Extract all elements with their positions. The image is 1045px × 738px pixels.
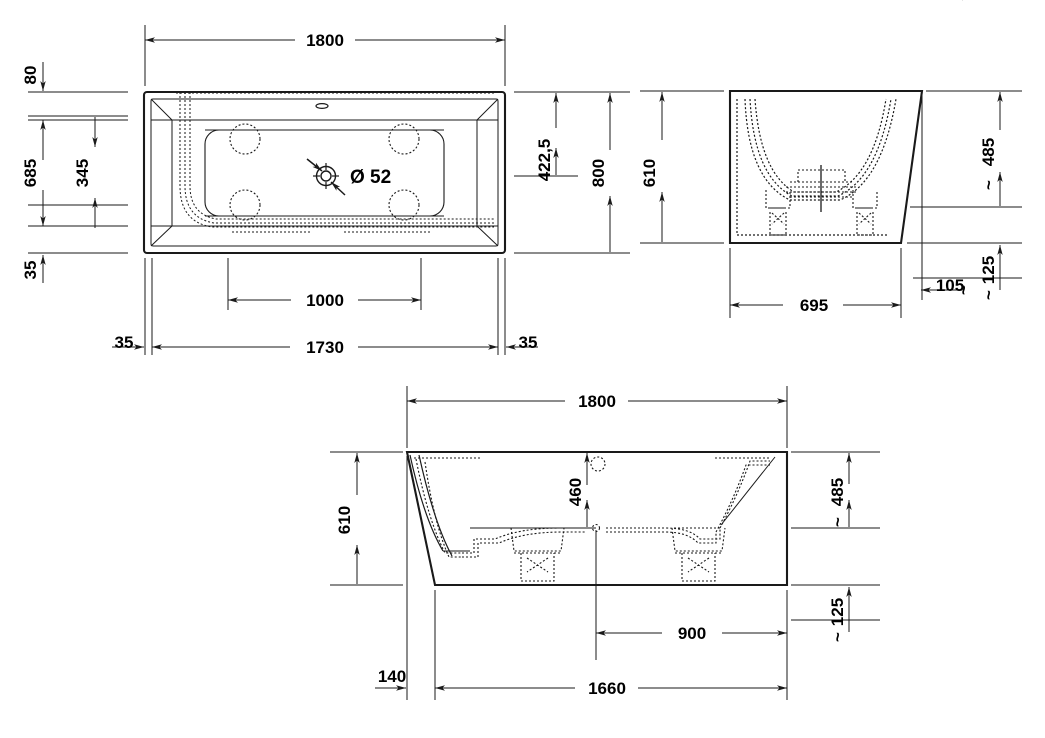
front-waste-to-end-label: 900	[678, 624, 706, 643]
front-base-height-label: 125	[828, 598, 847, 626]
plan-inner-half-label: 345	[73, 159, 92, 187]
front-overall-length-label: 1800	[578, 392, 616, 411]
plan-rim-offset-top-label: 80	[21, 66, 40, 85]
side-foot-offset-suffix: ~	[954, 285, 973, 295]
plan-rim-offset-bottom-label: 35	[21, 261, 40, 280]
drain-symbol	[306, 158, 346, 196]
plan-end-left-label: 35	[115, 333, 134, 352]
side-width-label: 695	[800, 296, 828, 315]
side-view-geometry	[728, 89, 924, 245]
front-panel-offset-label: 140	[378, 667, 406, 686]
plan-feet-span-label: 1000	[306, 291, 344, 310]
plan-end-right-label: 35	[519, 333, 538, 352]
side-base-height-label: 125	[979, 256, 998, 284]
side-view-dimensions	[640, 90, 1022, 318]
front-height-label: 610	[335, 506, 354, 534]
front-view-geometry	[405, 450, 789, 587]
side-inner-depth-label: 485	[979, 138, 998, 166]
front-view-dimensions	[330, 386, 880, 700]
side-base-height-prefix: ~	[979, 290, 998, 300]
front-inner-depth-prefix: ~	[828, 517, 847, 527]
side-height-label: 610	[640, 159, 659, 187]
plan-overall-width-label: 800	[589, 159, 608, 187]
plan-inner-length-label: 1730	[306, 338, 344, 357]
front-base-length-label: 1660	[588, 679, 626, 698]
side-inner-depth-prefix: ~	[979, 180, 998, 190]
plan-drain-diameter-label: Ø 52	[350, 167, 391, 188]
plan-inner-width-label: 685	[21, 159, 40, 187]
front-base-height-prefix: ~	[828, 632, 847, 642]
side-foot-offset-label: 105	[936, 276, 964, 295]
plan-view-dimensions	[28, 25, 630, 355]
plan-view-geometry	[142, 90, 507, 255]
plan-drain-offset-label: 422,5	[535, 139, 554, 182]
front-inner-depth-label: 485	[828, 478, 847, 506]
front-waste-height-label: 460	[566, 478, 585, 506]
plan-overall-length-label: 1800	[306, 31, 344, 50]
